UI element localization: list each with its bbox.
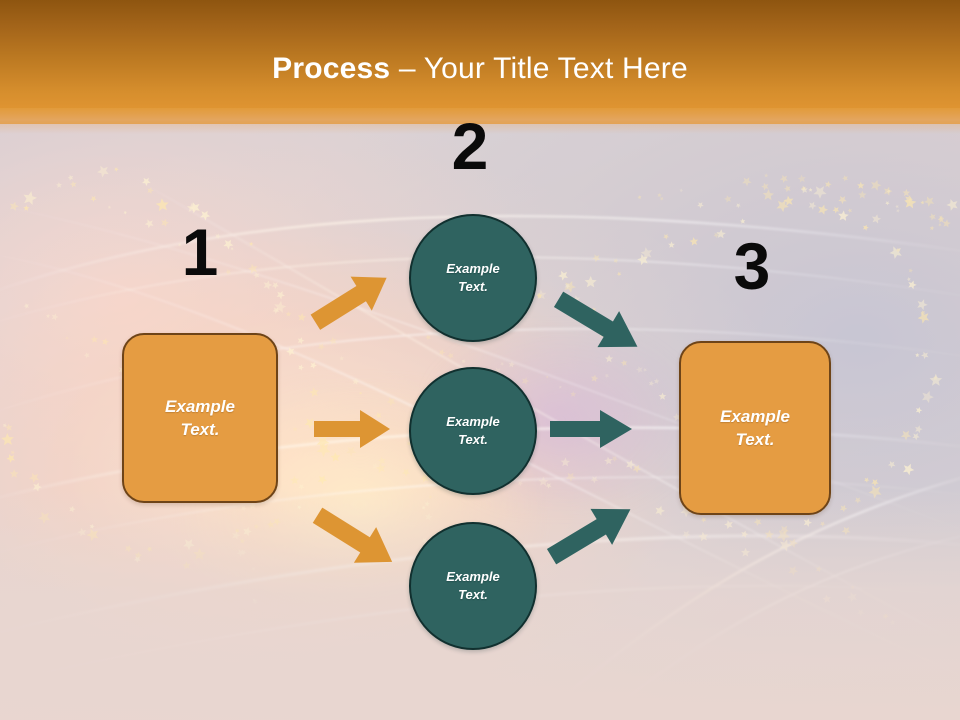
process-circle-top[interactable]: Example Text. [409, 214, 537, 342]
process-box-left-line2: Text. [180, 420, 220, 439]
process-circle-bottom-text: Example Text. [446, 568, 499, 604]
process-box-right[interactable]: Example Text. [679, 341, 831, 515]
process-circle-bottom[interactable]: Example Text. [409, 522, 537, 650]
process-box-left-line1: Example [165, 396, 235, 416]
process-circle-top-line1: Example [446, 261, 500, 277]
process-circle-bottom-line1: Example [446, 569, 500, 585]
arrow-up-right-icon-orange [310, 276, 387, 330]
process-box-right-line2: Text. [735, 430, 775, 449]
step-number-3: 3 [733, 229, 771, 303]
arrow-right-icon-orange [314, 410, 390, 448]
arrow-down-right-icon-teal [553, 291, 638, 348]
process-box-right-line1: Example [720, 406, 790, 426]
arrow-up-right-icon-teal [546, 508, 631, 565]
slide-header-band [0, 0, 960, 124]
arrow-right-icon-teal [550, 410, 632, 448]
process-box-left[interactable]: Example Text. [122, 333, 278, 503]
process-circle-middle-line2: Text. [458, 432, 488, 447]
arrow-down-right-icon-orange [312, 507, 393, 563]
process-circle-bottom-line2: Text. [458, 587, 488, 602]
process-circle-middle[interactable]: Example Text. [409, 367, 537, 495]
process-box-right-text: Example Text. [720, 405, 790, 452]
header-fade-edge [0, 108, 960, 134]
step-number-1: 1 [181, 215, 219, 289]
process-circle-top-text: Example Text. [446, 260, 499, 296]
process-box-left-text: Example Text. [165, 395, 235, 442]
process-circle-top-line2: Text. [458, 279, 488, 294]
step-number-2: 2 [451, 109, 489, 183]
page-title: Process – Your Title Text Here [0, 52, 960, 86]
process-circle-middle-line1: Example [446, 414, 500, 430]
process-circle-middle-text: Example Text. [446, 413, 499, 449]
title-rest-part: – Your Title Text Here [390, 52, 688, 85]
title-strong-part: Process [272, 52, 391, 85]
